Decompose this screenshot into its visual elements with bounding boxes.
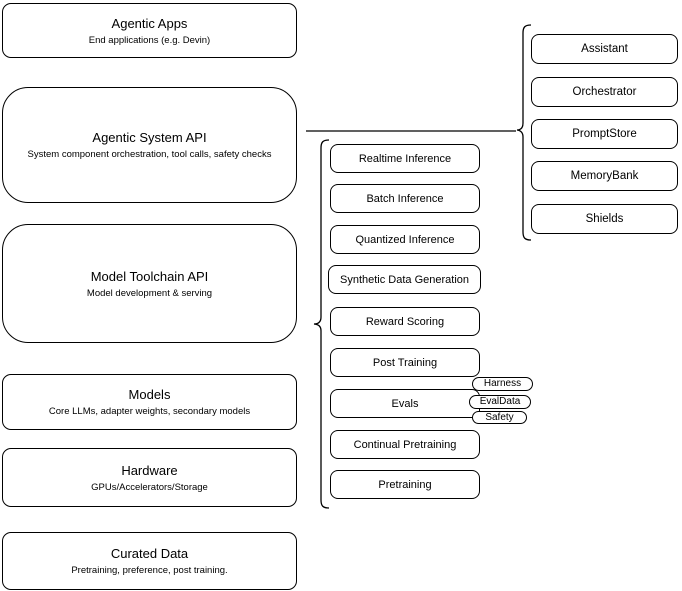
- node-reward-scoring: Reward Scoring: [330, 307, 480, 336]
- node-subtitle: Pretraining, preference, post training.: [71, 565, 228, 576]
- node-promptstore: PromptStore: [531, 119, 678, 149]
- node-shields: Shields: [531, 204, 678, 234]
- chip-label: MemoryBank: [570, 170, 639, 182]
- node-post-training: Post Training: [330, 348, 480, 377]
- node-memorybank: MemoryBank: [531, 161, 678, 191]
- chip-label: Evals: [391, 397, 419, 410]
- tag-harness: Harness: [472, 377, 533, 391]
- chip-label: Synthetic Data Generation: [339, 273, 470, 286]
- chip-label: Continual Pretraining: [353, 438, 457, 451]
- chip-label: Post Training: [372, 356, 438, 369]
- pill-label: Harness: [483, 378, 522, 389]
- chip-label: Pretraining: [378, 478, 432, 491]
- node-models: Models Core LLMs, adapter weights, secon…: [2, 374, 297, 430]
- node-title: Model Toolchain API: [90, 268, 209, 284]
- node-agentic-system-api: Agentic System API System component orch…: [2, 87, 297, 203]
- tag-evaldata: EvalData: [469, 395, 531, 409]
- node-subtitle: Core LLMs, adapter weights, secondary mo…: [48, 406, 251, 417]
- node-model-toolchain-api: Model Toolchain API Model development & …: [2, 224, 297, 343]
- system-components-bracket: [516, 24, 532, 241]
- chip-label: Batch Inference: [366, 192, 444, 205]
- node-subtitle: System component orchestration, tool cal…: [27, 149, 272, 160]
- node-pretraining: Pretraining: [330, 470, 480, 499]
- node-title: Agentic System API: [92, 130, 207, 145]
- node-title: Models: [128, 387, 171, 402]
- node-continual-pretraining: Continual Pretraining: [330, 430, 480, 459]
- node-hardware: Hardware GPUs/Accelerators/Storage: [2, 448, 297, 507]
- node-subtitle: End applications (e.g. Devin): [88, 34, 211, 46]
- node-subtitle: GPUs/Accelerators/Storage: [91, 481, 208, 493]
- node-subtitle: Model development & serving: [86, 287, 213, 299]
- chip-label: Reward Scoring: [365, 315, 445, 328]
- chip-label: Quantized Inference: [355, 233, 455, 246]
- toolchain-bracket: [313, 139, 330, 509]
- node-evals: Evals: [330, 389, 480, 418]
- pill-label: Safety: [485, 411, 514, 423]
- node-realtime-inference: Realtime Inference: [330, 144, 480, 173]
- node-batch-inference: Batch Inference: [330, 184, 480, 213]
- tag-safety: Safety: [472, 411, 527, 424]
- node-agentic-apps: Agentic Apps End applications (e.g. Devi…: [2, 3, 297, 58]
- node-title: Hardware: [121, 462, 178, 478]
- chip-label: Orchestrator: [572, 86, 637, 98]
- node-title: Agentic Apps: [111, 15, 188, 31]
- chip-label: Assistant: [581, 43, 628, 55]
- chip-label: Shields: [585, 213, 624, 225]
- chip-label: PromptStore: [572, 128, 637, 140]
- node-quantized-inference: Quantized Inference: [330, 225, 480, 254]
- pill-label: EvalData: [479, 396, 521, 407]
- chip-label: Realtime Inference: [358, 152, 452, 165]
- node-title: Curated Data: [110, 546, 189, 561]
- node-curated-data: Curated Data Pretraining, preference, po…: [2, 532, 297, 590]
- node-assistant: Assistant: [531, 34, 678, 64]
- node-orchestrator: Orchestrator: [531, 77, 678, 107]
- node-synthetic-data-generation: Synthetic Data Generation: [328, 265, 481, 294]
